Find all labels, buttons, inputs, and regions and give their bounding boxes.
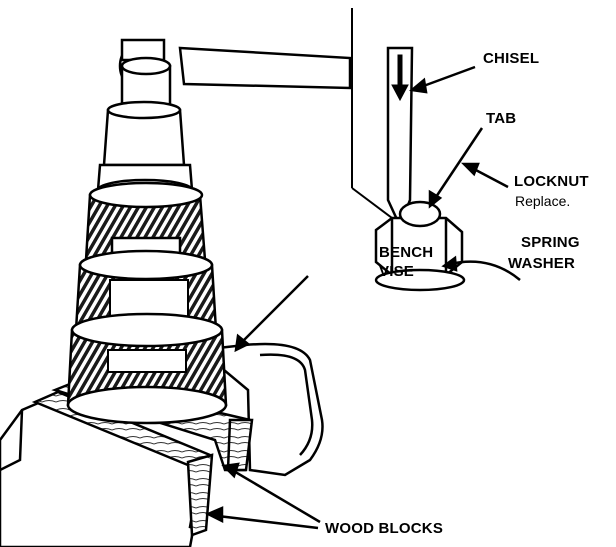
label-replace: Replace. — [515, 193, 571, 209]
bench-vise — [196, 342, 324, 477]
label-spring: SPRING — [521, 234, 580, 251]
label-chisel: CHISEL — [483, 50, 540, 67]
label-vise: VISE — [379, 263, 414, 280]
mainshaft-assembly — [66, 56, 228, 425]
label-washer: WASHER — [508, 255, 576, 272]
chisel — [386, 46, 414, 230]
label-tab: TAB — [486, 110, 517, 127]
leader-lines — [205, 65, 521, 530]
label-bench: BENCH — [379, 244, 434, 261]
label-wood-blocks: WOOD BLOCKS — [325, 520, 444, 537]
label-locknut: LOCKNUT — [514, 173, 589, 190]
